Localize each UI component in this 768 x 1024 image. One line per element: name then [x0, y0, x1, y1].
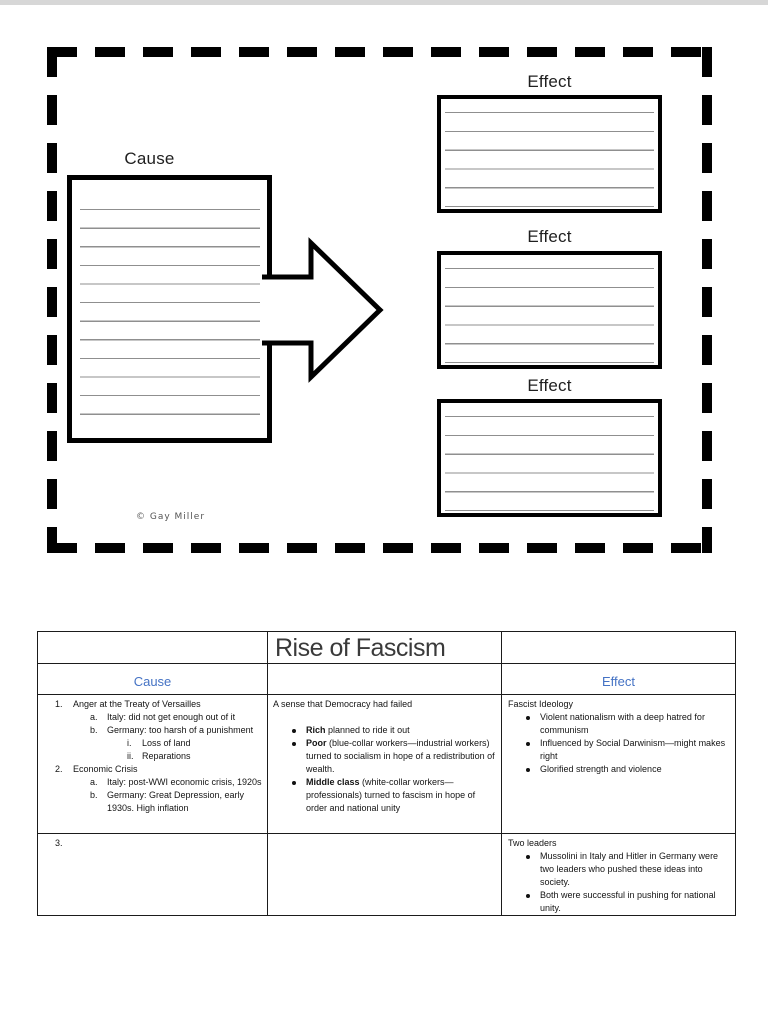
bullet-lead: Middle class — [306, 777, 360, 787]
bullet-item: Both were successful in pushing for nati… — [523, 889, 731, 915]
list-marker: i. — [127, 738, 132, 748]
list-item: 2. Economic Crisis — [55, 763, 265, 776]
cause-cell-1: 1. Anger at the Treaty of Versailles a. It… — [37, 694, 268, 834]
effect-box-2-ruled-lines — [445, 268, 654, 364]
bullet-icon — [523, 763, 540, 776]
bullet-item: Violent nationalism with a deep hatred f… — [523, 711, 731, 737]
bullet-item: Influenced by Social Darwinism—might mak… — [523, 737, 731, 763]
bullet-rest: (blue-collar workers—industrial workers)… — [306, 738, 495, 774]
table-title-row: Rise of Fascism — [37, 631, 736, 664]
list-item: i. Loss of land — [127, 737, 265, 750]
organizer-cause-label: Cause — [124, 149, 175, 168]
list-marker: a. — [90, 712, 98, 722]
organizer-effect-label-2: Effect — [527, 227, 572, 246]
bullet-lead: Rich — [306, 725, 326, 735]
bullet-text: Rich planned to ride it out — [306, 724, 497, 737]
cause-column-header: Cause — [37, 663, 268, 695]
bullet-text: Influenced by Social Darwinism—might mak… — [540, 738, 726, 761]
table-body-row-1: 1. Anger at the Treaty of Versailles a. It… — [37, 694, 736, 834]
bullet-icon — [289, 724, 306, 737]
list-item: b. Germany: Great Depression, early 1930s… — [90, 789, 265, 815]
cause-cell-2: 3. — [37, 833, 268, 916]
effect-heading: Two leaders — [508, 838, 557, 848]
effect-box-1-ruled-lines — [445, 112, 654, 208]
list-text: Germany: Great Depression, early 1930s. … — [107, 790, 245, 813]
bullet-lead: Poor — [306, 738, 327, 748]
list-marker: a. — [90, 777, 98, 787]
center-cell-1: A sense that Democracy had failed Rich p… — [267, 694, 502, 834]
bullet-text: Glorified strength and violence — [540, 764, 662, 774]
table-body-row-2: 3. Two leaders Mussolini in Italy and Hi… — [37, 833, 736, 916]
list-text: Loss of land — [142, 738, 191, 748]
effect-cell-2: Two leaders Mussolini in Italy and Hitle… — [501, 833, 736, 916]
copyright-text: © Gay Miller — [136, 512, 206, 522]
organizer-effect-label-1: Effect — [527, 72, 572, 91]
list-text: Germany: too harsh of a punishment — [107, 725, 254, 735]
list-text: Reparations — [142, 751, 191, 761]
effect-heading: Fascist Ideology — [508, 699, 574, 709]
effect-box-2 — [437, 251, 662, 369]
list-marker: 2. — [55, 764, 63, 774]
table-title: Rise of Fascism — [267, 631, 502, 664]
list-marker: b. — [90, 790, 98, 800]
center-cell-2 — [267, 833, 502, 916]
cause-box — [67, 175, 272, 443]
effect-box-1 — [437, 95, 662, 213]
header-row-empty-center-cell — [267, 663, 502, 695]
title-row-empty-effect-cell — [501, 631, 736, 664]
scan-edge — [0, 0, 768, 5]
list-text: Economic Crisis — [73, 764, 138, 774]
list-marker: b. — [90, 725, 98, 735]
bullet-icon — [523, 889, 540, 902]
list-item: a. Italy: did not get enough out of it — [90, 711, 265, 724]
effect-cell-1: Fascist Ideology Violent nationalism wit… — [501, 694, 736, 834]
effect-box-3 — [437, 399, 662, 517]
list-item: b. Germany: too harsh of a punishment — [90, 724, 265, 737]
bullet-item: Middle class (white-collar workers—profe… — [289, 776, 497, 815]
center-heading: A sense that Democracy had failed — [273, 699, 413, 709]
cause-box-ruled-lines — [80, 209, 260, 415]
bullet-icon — [289, 776, 306, 789]
bullet-item: Mussolini in Italy and Hitler in Germany… — [523, 850, 731, 889]
list-text: Anger at the Treaty of Versailles — [73, 699, 201, 709]
bullet-text: Violent nationalism with a deep hatred f… — [540, 712, 705, 735]
organizer-effect-label-3: Effect — [527, 376, 572, 395]
bullet-item: Rich planned to ride it out — [289, 724, 497, 737]
effect-box-3-ruled-lines — [445, 416, 654, 512]
effect-column-header: Effect — [501, 663, 736, 695]
list-text: Italy: did not get enough out of it — [107, 712, 236, 722]
list-item: 1. Anger at the Treaty of Versailles — [55, 698, 265, 711]
cause-effect-arrow-icon — [262, 237, 384, 383]
bullet-icon — [523, 850, 540, 863]
bullet-text: Both were successful in pushing for nati… — [540, 890, 716, 913]
table-header-row: Cause Effect — [37, 663, 736, 695]
list-item: a. Italy: post-WWI economic crisis, 1920s — [90, 776, 265, 789]
bullet-icon — [289, 737, 306, 750]
list-marker: 1. — [55, 699, 63, 709]
title-row-empty-cause-cell — [37, 631, 268, 664]
bullet-rest: planned to ride it out — [325, 725, 410, 735]
list-text: Italy: post-WWI economic crisis, 1920s — [107, 777, 262, 787]
bullet-item: Poor (blue-collar workers—industrial wor… — [289, 737, 497, 776]
rise-of-fascism-table: Rise of Fascism Cause Effect 1. Anger at … — [37, 631, 736, 916]
list-marker: 3. — [55, 838, 63, 848]
bullet-text: Mussolini in Italy and Hitler in Germany… — [540, 851, 719, 887]
bullet-icon — [523, 737, 540, 750]
bullet-text: Middle class (white-collar workers—profe… — [306, 776, 497, 815]
list-item: ii. Reparations — [127, 750, 265, 763]
bullet-text: Poor (blue-collar workers—industrial wor… — [306, 737, 497, 776]
bullet-icon — [523, 711, 540, 724]
bullet-rest: (white-collar workers—professionals) tur… — [306, 777, 476, 813]
list-marker: ii. — [127, 751, 134, 761]
bullet-item: Glorified strength and violence — [523, 763, 731, 776]
list-item: 3. — [55, 837, 265, 850]
